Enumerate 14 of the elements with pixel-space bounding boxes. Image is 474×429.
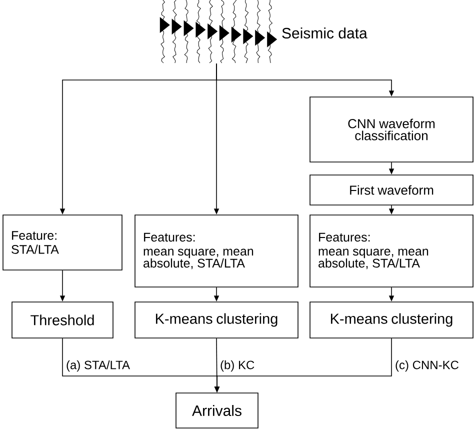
- edge-label: (a) STA/LTA: [66, 360, 130, 372]
- process-box: Feature: STA/LTA: [2, 214, 122, 270]
- process-box: CNN waveform classification: [310, 96, 474, 162]
- seismic-traces-drawing: [160, 0, 278, 64]
- process-box: Features: mean square, mean absolute, STA/LTA: [134, 214, 298, 288]
- edge-label: (b) KC: [220, 360, 254, 372]
- process-box: Threshold: [12, 302, 114, 338]
- node-label: Seismic data: [282, 28, 368, 38]
- process-box: Arrivals: [176, 392, 258, 428]
- process-box: First waveform: [310, 174, 474, 206]
- process-box: Features: mean square, mean absolute, STA/LTA: [310, 214, 474, 288]
- edge-label: (c) CNN-KC: [396, 360, 459, 372]
- process-box: K-means clustering: [310, 302, 474, 338]
- process-box: K-means clustering: [134, 302, 298, 338]
